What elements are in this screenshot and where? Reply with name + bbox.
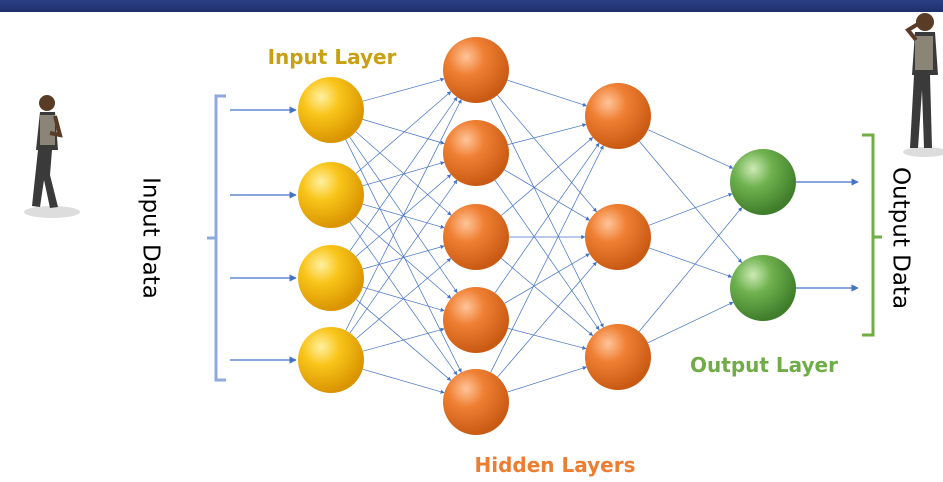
connection-line bbox=[647, 301, 734, 344]
connection-edges bbox=[230, 77, 859, 394]
output-bracket bbox=[862, 133, 882, 337]
connection-line bbox=[349, 179, 458, 334]
input-layer-label: Input Layer bbox=[268, 45, 397, 69]
hidden-node bbox=[585, 324, 651, 390]
connection-line bbox=[504, 253, 590, 304]
connection-line bbox=[362, 119, 445, 145]
output-data-label: Output Data bbox=[888, 167, 914, 309]
hidden-node bbox=[443, 369, 509, 435]
output-layer-label: Output Layer bbox=[690, 353, 838, 377]
connection-line bbox=[362, 327, 445, 352]
thinking-person-left bbox=[24, 95, 80, 218]
output-node bbox=[730, 255, 796, 321]
connection-line bbox=[355, 258, 452, 339]
connection-line bbox=[490, 99, 604, 328]
input-data-label: Input Data bbox=[138, 177, 164, 299]
hidden-node bbox=[443, 37, 509, 103]
connection-line bbox=[500, 258, 594, 336]
connection-line bbox=[494, 179, 600, 331]
connection-line bbox=[500, 137, 594, 216]
hidden-layers-label: Hidden Layers bbox=[475, 453, 636, 477]
hidden-node bbox=[443, 287, 509, 353]
connection-line bbox=[507, 366, 587, 393]
output-node bbox=[730, 149, 796, 215]
connection-line bbox=[345, 99, 462, 331]
connection-line bbox=[638, 207, 743, 332]
hidden-node bbox=[443, 120, 509, 186]
hidden-node bbox=[443, 204, 509, 270]
input-node bbox=[298, 77, 364, 143]
hidden-node bbox=[585, 83, 651, 149]
connection-line bbox=[494, 142, 600, 294]
header-bar bbox=[0, 0, 943, 12]
connection-line bbox=[639, 141, 743, 264]
connection-line bbox=[647, 129, 734, 169]
connection-line bbox=[362, 286, 445, 312]
connection-line bbox=[649, 247, 733, 278]
thinking-person-right bbox=[903, 13, 943, 157]
input-node bbox=[298, 245, 364, 311]
neuron-nodes bbox=[298, 37, 796, 435]
connection-line bbox=[507, 327, 587, 350]
connection-line bbox=[362, 77, 445, 102]
hidden-node bbox=[585, 204, 651, 270]
input-bracket bbox=[207, 94, 226, 382]
input-node bbox=[298, 162, 364, 228]
connection-line bbox=[497, 94, 597, 213]
connection-line bbox=[497, 261, 597, 378]
input-node bbox=[298, 327, 364, 393]
connection-line bbox=[504, 169, 590, 221]
connection-line bbox=[648, 193, 733, 226]
connection-line bbox=[362, 203, 445, 229]
connection-line bbox=[362, 368, 445, 394]
connection-line bbox=[490, 145, 604, 373]
connection-line bbox=[507, 79, 588, 107]
connection-line bbox=[355, 91, 452, 174]
connection-line bbox=[349, 96, 458, 252]
connection-line bbox=[362, 244, 445, 270]
connection-line bbox=[507, 123, 587, 146]
